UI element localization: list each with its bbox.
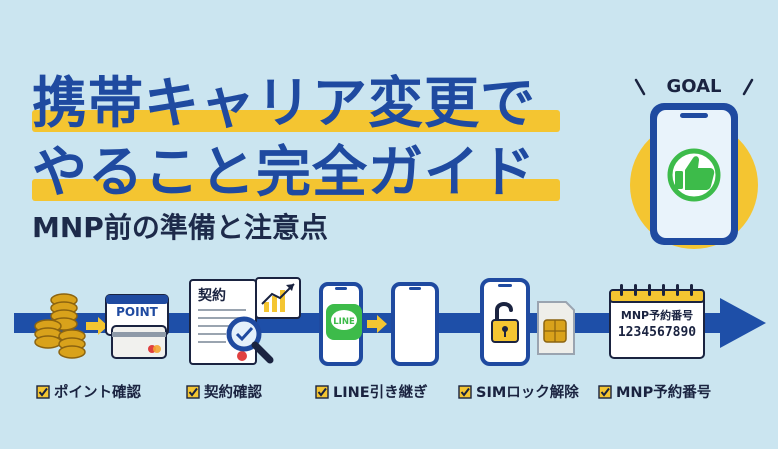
contract-magnifier-icon: 契約 [189, 277, 301, 365]
step-label-text: SIMロック解除 [476, 385, 579, 401]
thumbs-up-icon [675, 156, 715, 190]
step-label-text: MNP予約番号 [616, 385, 712, 401]
goal-label: GOAL [667, 76, 722, 97]
goal-graphic: GOAL [630, 76, 758, 249]
step-label-contract: 契約確認 [186, 381, 262, 402]
checkbox-icon [315, 384, 329, 399]
title-line-2: やること完全ガイド [32, 140, 537, 204]
mnp-card-title: MNP予約番号 [621, 308, 693, 322]
step-label-points: ポイント確認 [36, 381, 141, 402]
checkbox-icon [186, 384, 200, 399]
goal-burst-right [742, 78, 754, 96]
goal-phone-notch [680, 113, 708, 118]
contract-doc-label: 契約 [197, 287, 226, 304]
title-highlight-2 [32, 179, 560, 201]
step-label-sim: SIMロック解除 [458, 381, 579, 402]
coins-point-card-icon: POINT [34, 293, 169, 359]
step-label-line: LINE引き継ぎ [315, 381, 428, 402]
goal-burst-left [634, 78, 646, 96]
step-label-text: 契約確認 [204, 385, 262, 401]
step-label-text: ポイント確認 [54, 385, 141, 401]
line-transfer-icon: LINE [319, 282, 439, 366]
title-highlight-1 [32, 110, 560, 132]
checkbox-icon [36, 384, 50, 399]
subtitle: MNP前の準備と注意点 [32, 211, 328, 244]
step-label-mnp: MNP予約番号 [598, 381, 711, 402]
title-line-1: 携帯キャリア変更で [32, 71, 537, 135]
step-label-text: LINE引き継ぎ [333, 385, 428, 401]
point-card-label: POINT [116, 305, 159, 319]
calendar-number-icon: MNP予約番号 1234567890 [609, 284, 705, 359]
mnp-card-number: 1234567890 [618, 325, 696, 340]
checkbox-icon [598, 384, 612, 399]
line-badge-label: LINE [333, 317, 355, 327]
checkbox-icon [458, 384, 472, 399]
unlock-sim-icon [480, 278, 575, 366]
